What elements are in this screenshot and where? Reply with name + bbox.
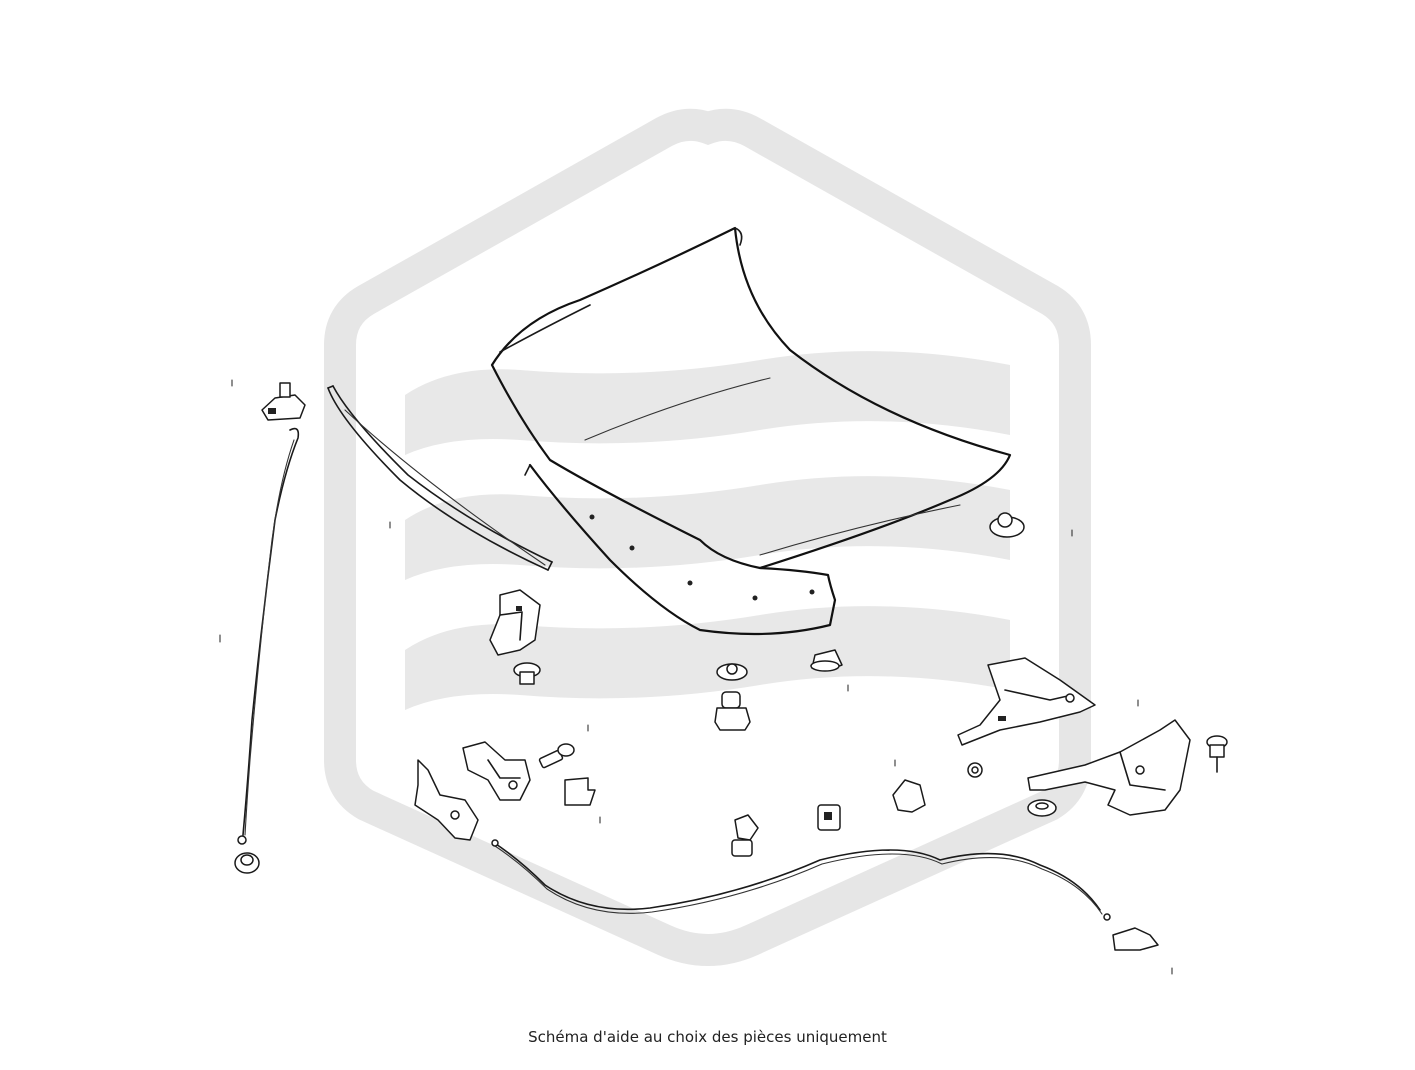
leader-ticks [219, 379, 1173, 975]
grommet-left[interactable] [513, 662, 541, 685]
small-nut[interactable] [967, 762, 983, 778]
hood-seal-strip[interactable] [327, 385, 553, 571]
hinge-bolt[interactable] [1206, 735, 1228, 773]
hood-release-handle[interactable] [1112, 927, 1159, 951]
push-clip[interactable] [714, 691, 751, 731]
hinge-cover-bracket[interactable] [957, 657, 1096, 746]
hood-support-rod[interactable] [237, 427, 300, 845]
hood-panel[interactable] [490, 226, 1012, 636]
hood-latch-bracket[interactable] [489, 589, 541, 656]
cable-clip-3[interactable] [892, 779, 926, 813]
hinge-washer[interactable] [1027, 799, 1057, 817]
diagram-caption: Schéma d'aide au choix des pièces unique… [528, 1028, 887, 1046]
hood-lock[interactable] [462, 741, 531, 801]
retainer-clip-center[interactable] [810, 649, 843, 672]
hood-hinge[interactable] [1027, 719, 1191, 816]
lock-bolt[interactable] [538, 743, 575, 769]
watermark-logo-icon [324, 108, 1091, 967]
rod-clip-upper[interactable] [261, 382, 306, 421]
grommet-right[interactable] [989, 512, 1025, 538]
lock-cover-plate[interactable] [564, 777, 596, 806]
cable-clip-1[interactable] [731, 814, 759, 857]
safety-catch[interactable] [414, 759, 479, 841]
cable-clip-2[interactable] [817, 804, 841, 831]
grommet-center[interactable] [716, 663, 748, 681]
rubber-bump-stop[interactable] [234, 852, 260, 874]
hood-release-cable[interactable] [491, 839, 1111, 921]
